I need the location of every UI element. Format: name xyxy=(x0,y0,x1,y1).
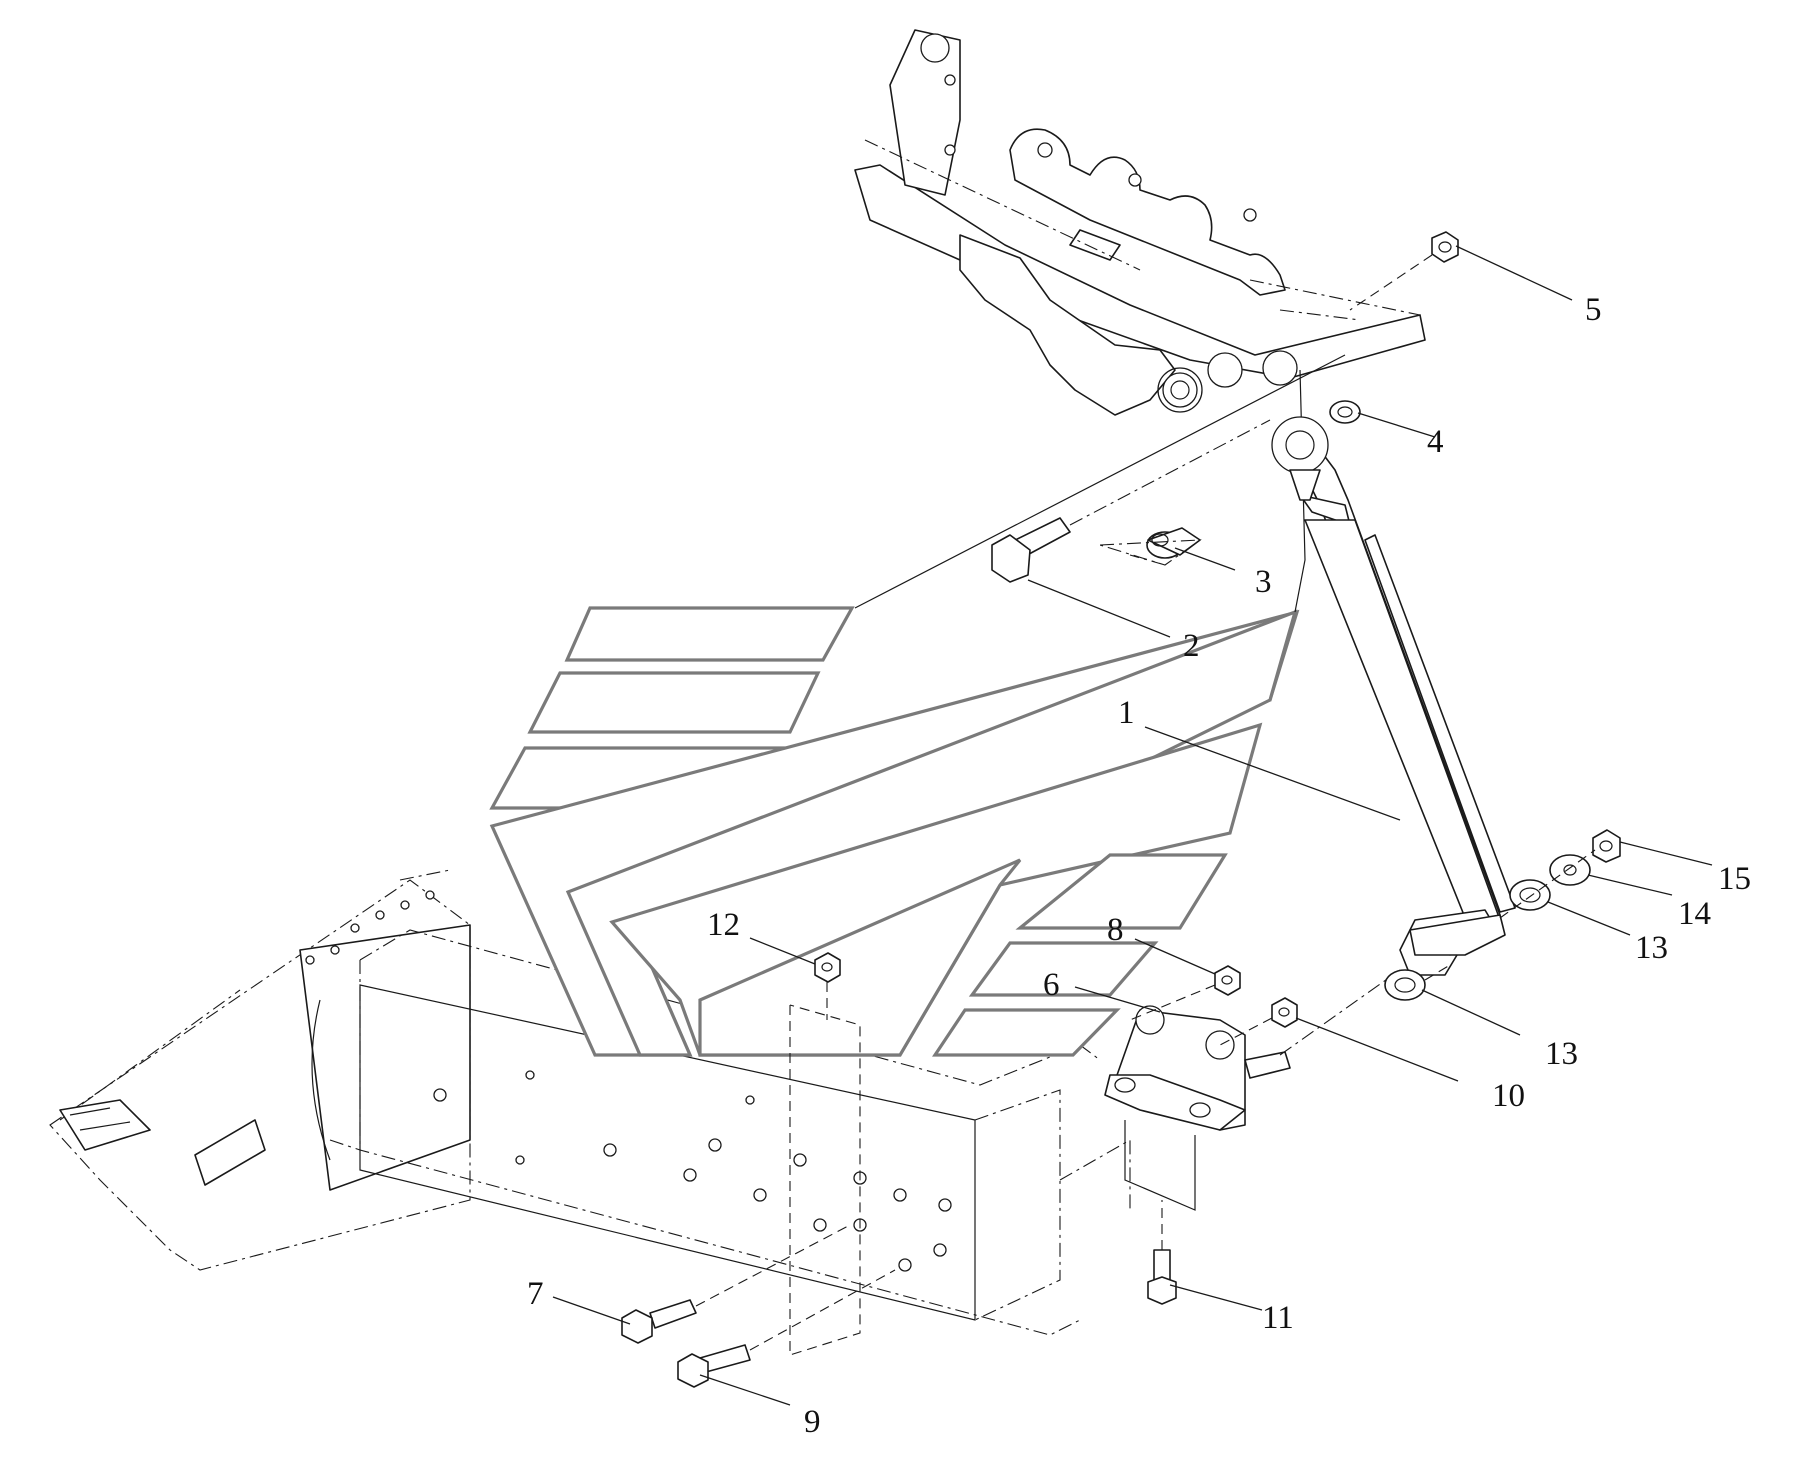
callout-1: 1 xyxy=(1118,695,1135,731)
callout-4: 4 xyxy=(1427,424,1444,460)
callout-8: 8 xyxy=(1107,912,1124,948)
bolt-11 xyxy=(1147,1200,1177,1305)
callout-5: 5 xyxy=(1585,292,1602,328)
nut-5 xyxy=(1349,231,1459,311)
nut-8 xyxy=(1129,965,1241,1021)
nut-15 xyxy=(1499,829,1621,919)
callout-labels: 5 4 3 2 1 12 8 6 15 14 13 13 10 7 11 9 xyxy=(527,292,1751,1440)
callout-13-upper: 13 xyxy=(1635,930,1668,966)
callout-14: 14 xyxy=(1678,896,1711,932)
callout-6: 6 xyxy=(1043,967,1060,1003)
nut-10 xyxy=(1219,997,1298,1046)
bolt-7 xyxy=(621,1224,851,1344)
nut-12 xyxy=(789,952,861,1356)
frame-rail xyxy=(329,929,1131,1336)
chassis-frame-end xyxy=(49,869,471,1271)
washer-4 xyxy=(1329,400,1361,424)
chevron-decal xyxy=(489,606,1300,1057)
callout-10: 10 xyxy=(1492,1078,1525,1114)
callout-15: 15 xyxy=(1718,861,1751,897)
bolt-9 xyxy=(677,1269,896,1388)
lower-bracket xyxy=(1104,969,1401,1211)
washer-14 xyxy=(1549,854,1591,886)
callout-3: 3 xyxy=(1255,564,1272,600)
pivot-pin xyxy=(991,419,1271,583)
callout-11: 11 xyxy=(1262,1300,1294,1336)
bushing xyxy=(1099,527,1202,566)
lift-cylinder xyxy=(1271,416,1516,976)
callout-12: 12 xyxy=(707,907,740,943)
callout-2: 2 xyxy=(1183,628,1200,664)
callout-7: 7 xyxy=(527,1276,544,1312)
callout-13-lower: 13 xyxy=(1545,1036,1578,1072)
callout-9: 9 xyxy=(804,1404,821,1440)
upper-bracket xyxy=(854,29,1426,416)
washer-13-lower xyxy=(1384,964,1451,1001)
washer-13-upper xyxy=(1509,879,1551,911)
leader-lines xyxy=(552,245,1713,1406)
